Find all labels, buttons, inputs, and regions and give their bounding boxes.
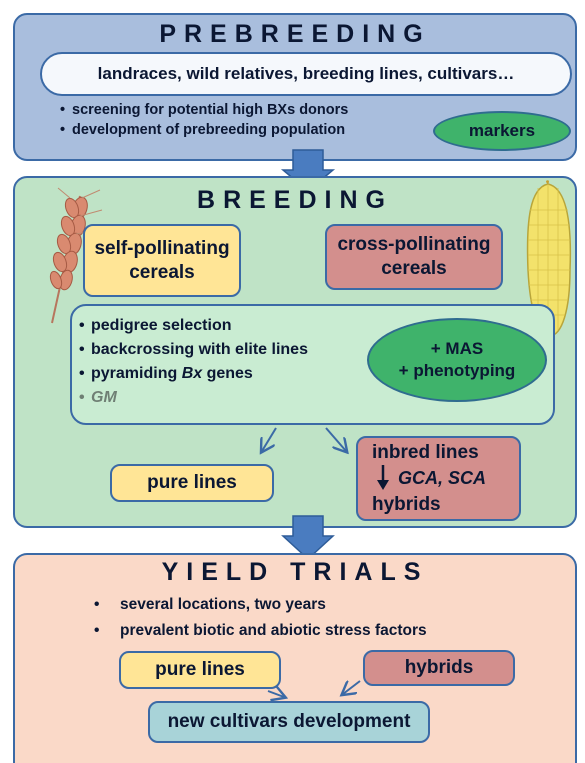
new-cultivars-box: new cultivars development xyxy=(148,701,430,743)
new-cultivars-label: new cultivars development xyxy=(168,711,411,733)
